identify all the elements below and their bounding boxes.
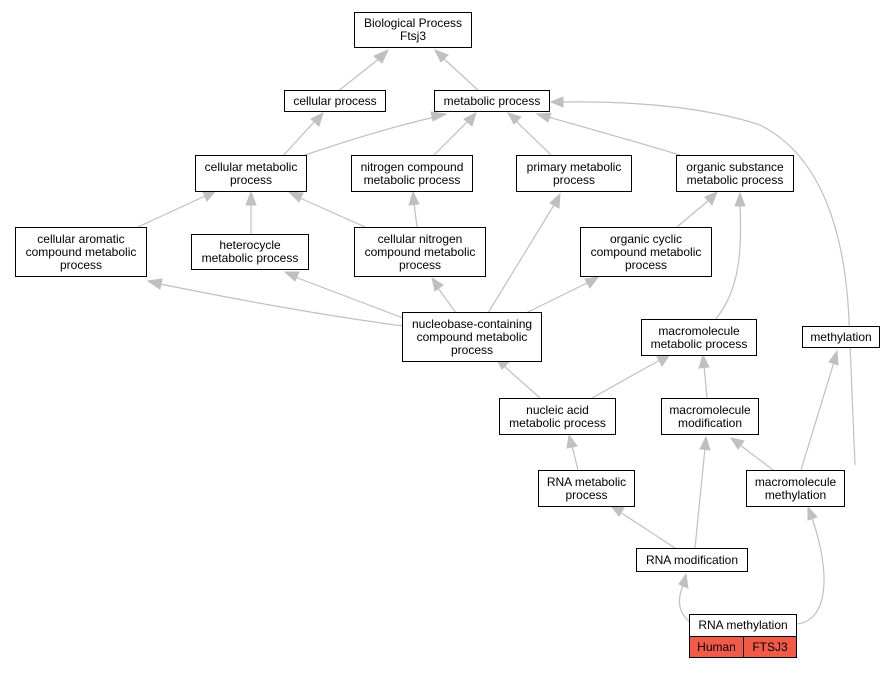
edge	[591, 359, 661, 399]
edge	[336, 57, 381, 93]
node-cellular-process[interactable]: cellular process	[284, 90, 386, 112]
edge	[304, 116, 436, 156]
edge-arrowhead	[698, 353, 710, 369]
node-macromolecule-modification[interactable]: macromolecule modification	[661, 398, 759, 435]
edge	[739, 444, 774, 471]
node-nucleic-acid-metabolic-process[interactable]: nucleic acid metabolic process	[499, 398, 616, 435]
edge	[442, 57, 481, 93]
edge-arrowhead	[549, 96, 564, 108]
edge-arrowhead	[828, 349, 839, 366]
edge-arrowhead	[245, 190, 257, 206]
edge-arrowhead	[431, 276, 444, 292]
node-cellular-metabolic-process[interactable]: cellular metabolic process	[195, 155, 307, 192]
edge-arrowhead	[283, 271, 300, 282]
edge-arrowhead	[430, 111, 448, 122]
edge	[299, 197, 366, 228]
edge	[413, 202, 418, 228]
gene-badge[interactable]: FTSJ3	[743, 636, 797, 658]
edge-arrowhead	[463, 112, 477, 127]
edge-arrowhead	[506, 112, 522, 125]
edge-arrowhead	[408, 190, 420, 206]
edge	[137, 195, 206, 228]
edge	[714, 204, 742, 321]
edge-arrowhead	[549, 192, 561, 209]
edge	[294, 276, 404, 319]
node-heterocycle-metabolic-process[interactable]: heterocycle metabolic process	[191, 234, 309, 270]
edge	[503, 365, 541, 399]
edge-arrowhead	[566, 433, 578, 449]
edge-arrowhead	[807, 505, 818, 521]
species-badge[interactable]: Human	[689, 636, 744, 658]
edge	[676, 199, 710, 228]
edge-arrowhead	[729, 437, 745, 450]
node-macromolecule-methylation[interactable]: macromolecule methylation	[746, 470, 845, 507]
edge	[703, 365, 708, 399]
edge-arrowhead	[609, 505, 625, 517]
edge	[437, 287, 457, 314]
edge	[561, 101, 856, 466]
node-methylation[interactable]: methylation	[802, 326, 880, 348]
edge	[159, 283, 404, 327]
edge	[800, 361, 835, 471]
node-rna-metabolic-process[interactable]: RNA metabolic process	[538, 470, 635, 507]
node-primary-metabolic-process[interactable]: primary metabolic process	[516, 155, 632, 192]
edge	[281, 120, 316, 158]
node-rna-modification[interactable]: RNA modification	[636, 548, 748, 572]
edge	[619, 511, 676, 549]
edge	[487, 204, 555, 314]
edge	[547, 116, 681, 156]
node-organic-cyclic-compound-metabolic-process[interactable]: organic cyclic compound metabolic proces…	[580, 227, 712, 277]
edge	[515, 120, 554, 158]
edge	[678, 584, 691, 623]
node-macromolecule-metabolic-process[interactable]: macromolecule metabolic process	[641, 319, 757, 356]
edge-arrowhead	[535, 112, 552, 123]
edge	[571, 445, 579, 471]
node-rna-methylation[interactable]: RNA methylation	[689, 614, 797, 637]
edge-arrowhead	[704, 191, 718, 206]
edge-arrowhead	[734, 191, 746, 207]
edge-arrowhead	[584, 276, 600, 289]
node-metabolic-process[interactable]: metabolic process	[434, 90, 550, 112]
node-nitrogen-compound-metabolic-process[interactable]: nitrogen compound metabolic process	[351, 155, 473, 192]
edge-arrowhead	[310, 112, 324, 127]
edge	[694, 447, 706, 549]
edge	[796, 517, 825, 625]
node-biological-process-root[interactable]: Biological Process Ftsj3	[354, 12, 472, 48]
edge-arrowhead	[699, 435, 711, 451]
edge	[431, 120, 469, 158]
edge-arrowhead	[433, 49, 449, 63]
edge-arrowhead	[373, 49, 389, 64]
node-cellular-aromatic-compound-metabolic-process[interactable]: cellular aromatic compound metabolic pro…	[15, 227, 147, 277]
edge-arrowhead	[146, 278, 163, 290]
node-nucleobase-containing-compound-metabolic-process[interactable]: nucleobase-containing compound metabolic…	[402, 312, 542, 362]
edge-arrowhead	[678, 572, 689, 589]
node-organic-substance-metabolic-process[interactable]: organic substance metabolic process	[676, 155, 794, 192]
edge-arrowhead	[287, 191, 304, 203]
node-cellular-nitrogen-compound-metabolic-process[interactable]: cellular nitrogen compound metabolic pro…	[354, 227, 486, 277]
edge	[525, 282, 588, 314]
